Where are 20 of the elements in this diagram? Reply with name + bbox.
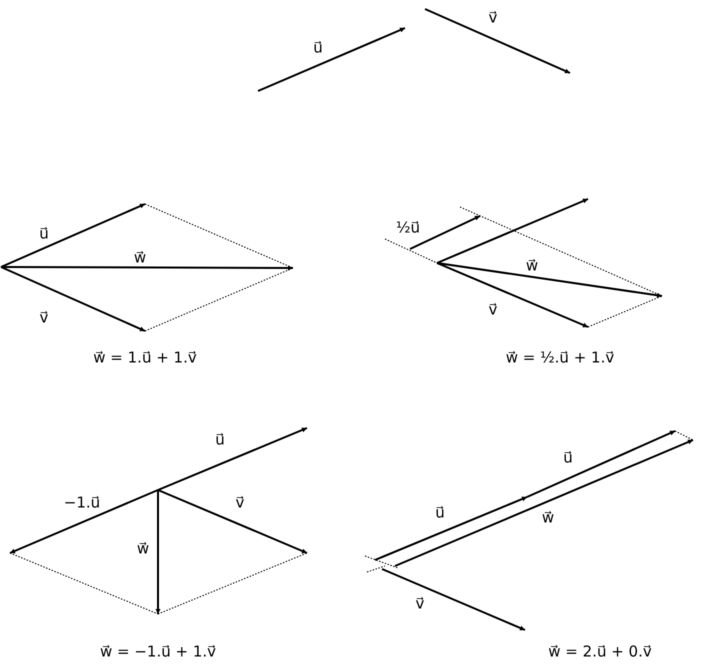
vector-label: u⃗ [563, 450, 573, 466]
formula: w⃗ = ½.u⃗ + 1.v⃗ [506, 350, 614, 366]
vector-label: ½u⃗ [396, 220, 420, 236]
vector-label: u⃗ [39, 226, 49, 242]
vector-label: u⃗ [435, 506, 445, 520]
vector-label: w⃗ [526, 258, 538, 274]
vector-label: v⃗ [236, 496, 244, 510]
vector-label: −1.u⃗ [64, 496, 100, 510]
vector-label: u⃗ [215, 432, 225, 448]
vector-label: w⃗ [542, 510, 554, 526]
vector-label: u⃗ [313, 40, 323, 56]
vector-label: v⃗ [40, 310, 48, 326]
vector-label: v⃗ [488, 10, 498, 26]
vector-label: v⃗ [416, 596, 424, 612]
vector-label: v⃗ [488, 302, 498, 318]
formula: w⃗ = 1.u⃗ + 1.v⃗ [93, 350, 197, 366]
vector-label: w⃗ [134, 250, 146, 266]
formula: w⃗ = −1.u⃗ + 1.v⃗ [100, 644, 216, 660]
vector-label: w⃗ [136, 542, 150, 556]
formula: w⃗ = 2.u⃗ + 0.v⃗ [548, 644, 652, 660]
